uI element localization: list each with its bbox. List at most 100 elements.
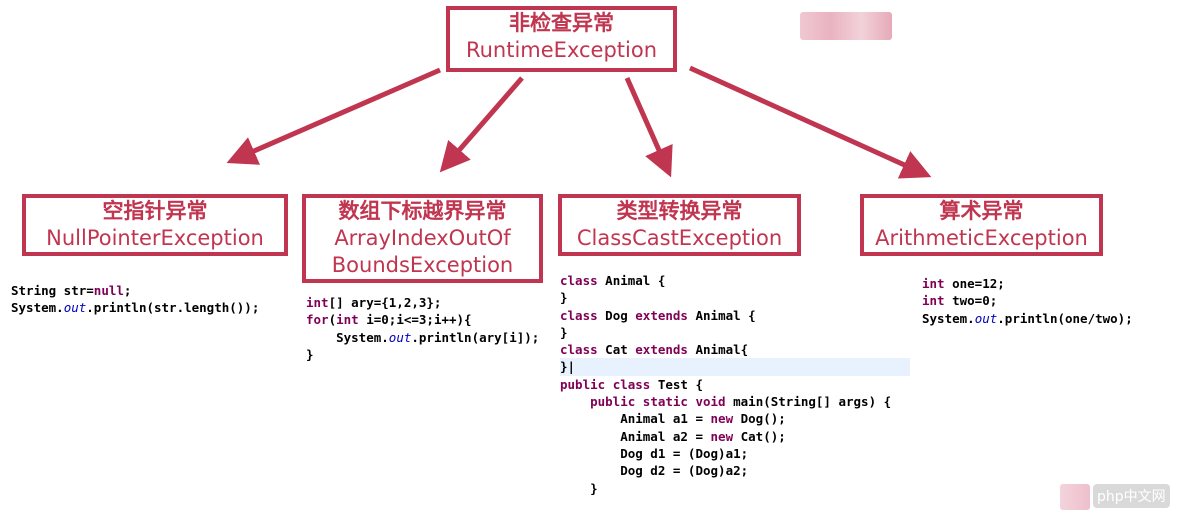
code-line: public static void main(String[] args) { xyxy=(560,393,910,410)
code-static-field: out xyxy=(63,300,87,316)
code-keyword: int xyxy=(922,293,945,309)
code-token: Cat xyxy=(597,342,636,358)
watermark: php中文网 xyxy=(1093,484,1170,508)
code-keyword: class xyxy=(560,273,598,288)
code-token: Dog xyxy=(597,307,636,323)
code-static-field: out xyxy=(974,310,998,326)
code-line: System.out.println(ary[i]); xyxy=(306,329,539,346)
code-token: System. xyxy=(306,329,389,345)
code-token: System. xyxy=(11,300,64,316)
code-token: Animal { xyxy=(597,273,666,288)
npe-cn-label: 空指针异常 xyxy=(102,199,208,223)
code-keyword: int xyxy=(336,312,359,328)
code-token: Dog d1 = (Dog)a1; xyxy=(560,445,749,461)
root-en-label: RuntimeException xyxy=(465,38,658,62)
cce-code-sample: class Animal {}class Dog extends Animal … xyxy=(560,272,910,497)
code-line: Animal a1 = new Dog(); xyxy=(560,410,910,427)
code-token: } xyxy=(560,324,568,340)
code-token: String str= xyxy=(11,283,94,298)
arrow-to-cce xyxy=(624,76,673,178)
arrow-to-ae xyxy=(688,65,932,179)
aioobe-code-sample: int[] ary={1,2,3};for(int i=0;i<=3;i++){… xyxy=(306,294,539,363)
code-line: Dog d2 = (Dog)a2; xyxy=(560,462,910,479)
code-keyword: new xyxy=(710,411,734,427)
code-token: ( xyxy=(328,312,337,328)
code-token: two=0; xyxy=(944,293,998,309)
code-token: .println(str.length()); xyxy=(86,300,260,316)
code-token xyxy=(635,394,643,409)
code-line: int[] ary={1,2,3}; xyxy=(306,294,539,311)
code-keyword: class xyxy=(612,376,651,392)
code-keyword: public xyxy=(590,394,636,410)
code-token: } xyxy=(560,480,598,496)
code-token: Dog d2 = (Dog)a2; xyxy=(560,463,749,479)
aioobe-en-label-1: ArrayIndexOutOf xyxy=(334,226,511,250)
code-line: class Dog extends Animal { xyxy=(560,307,910,324)
aioobe-box: 数组下标越界异常 ArrayIndexOutOf BoundsException xyxy=(302,194,543,283)
aioobe-en-label-2: BoundsException xyxy=(331,253,514,277)
arrow-to-aioobe xyxy=(439,76,524,173)
code-static-field: out xyxy=(388,329,412,345)
code-line: } xyxy=(560,289,910,306)
code-token: Animal a1 = xyxy=(560,411,711,427)
aioobe-cn-label: 数组下标越界异常 xyxy=(338,199,507,223)
code-keyword: for xyxy=(306,312,329,328)
code-line: Dog d1 = (Dog)a1; xyxy=(560,445,910,462)
code-line: }| xyxy=(560,358,910,376)
blurred-region xyxy=(800,12,892,40)
code-token xyxy=(560,394,590,409)
code-keyword: null xyxy=(93,283,124,298)
code-token: [] ary={1,2,3}; xyxy=(328,295,442,310)
code-token: } xyxy=(560,290,568,306)
code-line: class Cat extends Animal{ xyxy=(560,341,910,358)
code-token: ; xyxy=(123,283,132,298)
ae-code-sample: int one=12;int two=0;System.out.println(… xyxy=(922,275,1133,327)
code-token: System. xyxy=(922,310,975,326)
code-line: public class Test { xyxy=(560,376,910,393)
code-token: main(String[] args) { xyxy=(725,394,892,410)
code-line: } xyxy=(560,480,910,497)
code-line: } xyxy=(306,346,539,363)
code-keyword: int xyxy=(922,276,945,291)
npe-code-sample: String str=null;System.out.println(str.l… xyxy=(11,282,259,317)
code-token: .println(one/two); xyxy=(997,310,1133,326)
code-token: one=12; xyxy=(944,276,1005,291)
code-token: }| xyxy=(560,359,576,375)
root-cn-label: 非检查异常 xyxy=(509,11,614,35)
code-keyword: extends xyxy=(635,342,688,358)
code-keyword: extends xyxy=(635,307,688,323)
blurred-region xyxy=(1060,484,1090,510)
cce-en-label: ClassCastException xyxy=(576,226,783,250)
ae-box: 算术异常 ArithmeticException xyxy=(860,194,1103,256)
code-token: Animal a2 = xyxy=(560,428,711,444)
root-exception-box: 非检查异常 RuntimeException xyxy=(446,6,677,72)
code-token: Cat(); xyxy=(733,428,786,444)
code-line: for(int i=0;i<=3;i++){ xyxy=(306,311,539,328)
code-line: System.out.println(str.length()); xyxy=(11,299,259,316)
code-line: } xyxy=(560,324,910,341)
code-line: class Animal { xyxy=(560,272,910,289)
code-keyword: class xyxy=(560,307,598,323)
code-token: Animal { xyxy=(687,307,756,323)
cce-cn-label: 类型转换异常 xyxy=(616,199,743,223)
code-line: Animal a2 = new Cat(); xyxy=(560,428,910,445)
code-token: i=0;i<=3;i++){ xyxy=(358,312,472,328)
code-keyword: static xyxy=(642,394,688,410)
arrow-to-npe xyxy=(226,67,441,165)
code-token: .println(ary[i]); xyxy=(411,329,540,345)
cce-box: 类型转换异常 ClassCastException xyxy=(558,194,801,256)
ae-en-label: ArithmeticException xyxy=(875,226,1088,250)
code-keyword: int xyxy=(306,295,329,310)
npe-box: 空指针异常 NullPointerException xyxy=(22,194,288,256)
code-token: Dog(); xyxy=(733,411,786,427)
code-token: Animal{ xyxy=(687,342,749,358)
code-line: int one=12; xyxy=(922,275,1133,292)
code-keyword: class xyxy=(560,342,598,358)
code-keyword: new xyxy=(710,428,734,444)
code-line: System.out.println(one/two); xyxy=(922,310,1133,327)
code-token: } xyxy=(306,346,314,362)
code-token: Test { xyxy=(650,376,704,392)
code-token xyxy=(605,377,613,392)
